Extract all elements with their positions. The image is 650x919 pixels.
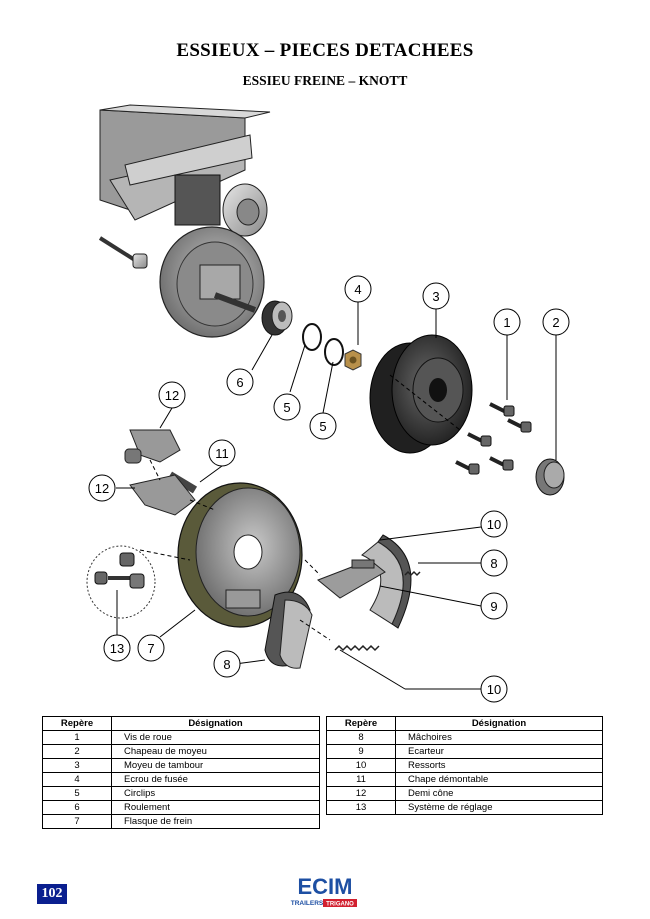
svg-text:11: 11 (215, 446, 229, 461)
axle-nut (344, 349, 362, 371)
brake-drum (369, 334, 473, 454)
callout-2: 2 (542, 308, 570, 336)
page-subtitle: ESSIEU FREINE – KNOTT (242, 73, 408, 88)
callout-8b: 8 (213, 650, 241, 678)
svg-text:TRIGANO: TRIGANO (326, 902, 354, 908)
axle-beam (99, 104, 271, 237)
brake-expander (317, 559, 386, 599)
callout-10a: 10 (480, 510, 508, 538)
svg-text:8: 8 (490, 556, 497, 571)
ecim-logo: ECIM TRAILERS TRIGANO (291, 874, 357, 908)
callout-1: 1 (493, 308, 521, 336)
callout-11: 11 (208, 439, 236, 467)
header-repere: Repère (326, 716, 396, 731)
svg-text:5: 5 (319, 419, 326, 434)
callout-4: 4 (344, 275, 372, 303)
callout-12b: 12 (88, 474, 116, 502)
svg-text:1: 1 (503, 315, 510, 330)
callout-13: 13 (103, 634, 131, 662)
svg-text:12: 12 (165, 388, 179, 403)
header-repere: Repère (42, 716, 112, 731)
page-title: ESSIEUX – PIECES DETACHEES (176, 40, 474, 61)
svg-text:7: 7 (147, 641, 154, 656)
header-designation: Désignation (111, 716, 320, 731)
leader-lines (116, 302, 557, 690)
callout-10b: 10 (480, 675, 508, 703)
svg-text:3: 3 (432, 289, 439, 304)
svg-text:12: 12 (95, 481, 109, 496)
callout-5a: 5 (273, 393, 301, 421)
svg-text:TRAILERS: TRAILERS (291, 900, 324, 907)
svg-text:9: 9 (490, 599, 497, 614)
callout-6: 6 (226, 368, 254, 396)
callout-8a: 8 (480, 549, 508, 577)
exploded-axle-diagram: 1 2 3 4 5 5 6 7 8 8 9 10 10 11 12 12 13 (86, 104, 570, 703)
svg-text:13: 13 (110, 641, 124, 656)
svg-text:4: 4 (354, 282, 361, 297)
svg-text:ECIM: ECIM (298, 874, 353, 899)
svg-text:8: 8 (223, 657, 230, 672)
brake-backplate-assembled (159, 226, 265, 338)
svg-text:6: 6 (236, 375, 243, 390)
svg-text:10: 10 (487, 682, 501, 697)
bearing (261, 300, 293, 336)
callout-9: 9 (480, 592, 508, 620)
wheel-bolts (455, 402, 532, 475)
svg-text:2: 2 (552, 315, 559, 330)
callout-group: 1 2 3 4 5 5 6 7 8 8 9 10 10 11 12 12 13 (88, 275, 570, 703)
svg-text:10: 10 (487, 517, 501, 532)
page-number-badge: 102 (37, 884, 67, 904)
brake-shoe-upper (361, 534, 412, 629)
table-header-row: Repère Désignation (42, 716, 320, 731)
table-header-row: Repère Désignation (326, 716, 603, 731)
callout-7: 7 (137, 634, 165, 662)
springs (334, 570, 421, 652)
callout-3: 3 (422, 282, 450, 310)
long-bolt (98, 236, 148, 269)
half-cone-upper (124, 429, 181, 464)
adjusting-system (86, 545, 156, 619)
dashed-axis-lines (139, 374, 461, 641)
callout-5b: 5 (309, 412, 337, 440)
brake-shoe-lower (264, 591, 313, 669)
hub-cap (535, 458, 565, 496)
svg-text:5: 5 (283, 400, 290, 415)
header-designation: Désignation (395, 716, 603, 731)
circlips (302, 323, 344, 366)
half-cone-lower (129, 474, 196, 516)
brake-backplate (177, 482, 303, 628)
callout-12a: 12 (158, 381, 186, 409)
